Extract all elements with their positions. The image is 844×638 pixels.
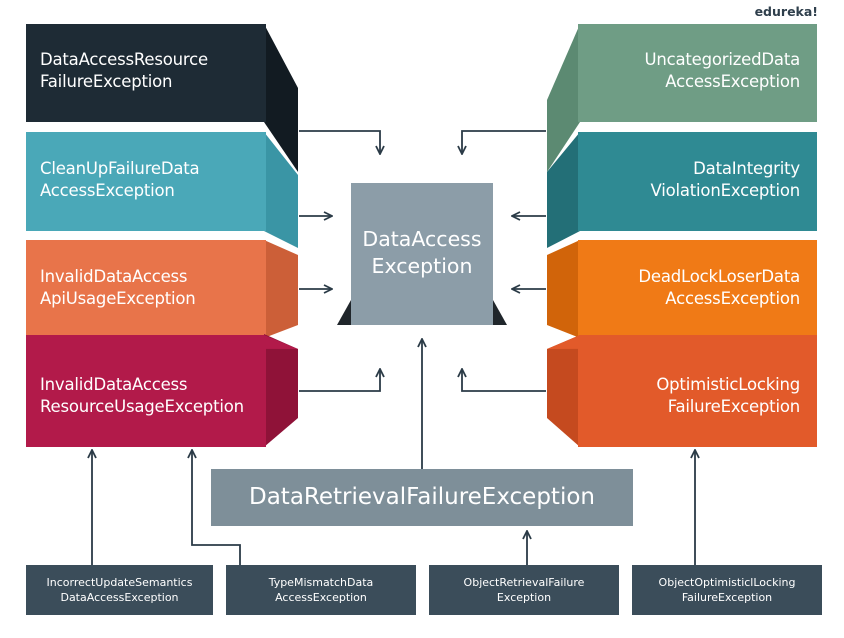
left-box-2-flap [264, 132, 298, 248]
right-box-3-label: DeadLockLoserData AccessException [638, 267, 800, 308]
bottom-box-3-label: ObjectRetrievalFailure Exception [463, 576, 585, 604]
bottom-box-2-label: TypeMismatchData AccessException [268, 576, 374, 604]
right-box-1 [547, 24, 817, 172]
left-box-4-flap [264, 334, 298, 447]
right-box-2-flap [547, 132, 580, 248]
right-box-4-flap [547, 335, 580, 447]
retrieval-box-label: DataRetrievalFailureException [249, 484, 595, 510]
center-box-body [351, 183, 493, 325]
right-box-2 [547, 132, 817, 248]
center-box-label: DataAccess Exception [362, 227, 482, 278]
left-box-4-label: InvalidDataAccess ResourceUsageException [40, 375, 244, 416]
arrow-left-4 [299, 370, 380, 392]
left-box-1-flap [264, 24, 298, 172]
bottom-box-4-body [632, 565, 822, 615]
center-box-right-flap [493, 300, 507, 325]
left-box-1 [26, 24, 298, 172]
right-box-4-label: OptimisticLocking FailureException [656, 375, 800, 416]
right-box-4-top-notch [547, 335, 817, 349]
arrow-left-1 [299, 130, 380, 153]
right-box-1-body [578, 24, 817, 122]
bottom-box-1-label: IncorrectUpdateSemantics DataAccessExcep… [46, 576, 193, 604]
bottom-box-2-body [226, 565, 416, 615]
left-box-2-body [26, 132, 266, 231]
left-box-4 [26, 334, 298, 447]
left-box-1-body [26, 24, 266, 122]
left-box-4-top-notch [26, 335, 298, 349]
right-box-2-label: DataIntegrity ViolationException [650, 159, 800, 200]
center-box [337, 183, 507, 325]
left-box-3 [26, 240, 298, 338]
bottom-box-4-label: ObjectOptimisticlLocking FailureExceptio… [658, 576, 796, 604]
left-box-3-label: InvalidDataAccess ApiUsageException [40, 267, 196, 308]
left-box-2-label: CleanUpFailureData AccessException [40, 159, 200, 200]
left-box-1-label: DataAccessResource FailureException [40, 50, 208, 91]
arrow-right-1 [462, 130, 546, 153]
right-box-4-body [578, 348, 817, 447]
bottom-box-3-body [429, 565, 619, 615]
right-box-3-flap [547, 240, 580, 338]
retrieval-box [211, 469, 633, 526]
left-box-2 [26, 132, 298, 248]
right-box-1-flap [547, 24, 580, 172]
arrow-bottom-2 [192, 451, 241, 565]
right-box-3-body [578, 240, 817, 338]
arrow-right-4 [462, 370, 546, 392]
left-box-3-flap [264, 240, 298, 338]
right-box-4 [547, 335, 817, 447]
right-box-3 [547, 240, 817, 338]
left-box-4-body [26, 348, 266, 447]
bottom-box-1-body [26, 565, 213, 615]
left-box-3-body [26, 240, 266, 338]
edureka-logo: edureka! [754, 4, 818, 19]
right-box-2-body [578, 132, 817, 231]
center-box-left-flap [337, 300, 351, 325]
right-box-1-label: UncategorizedData AccessException [644, 50, 800, 91]
